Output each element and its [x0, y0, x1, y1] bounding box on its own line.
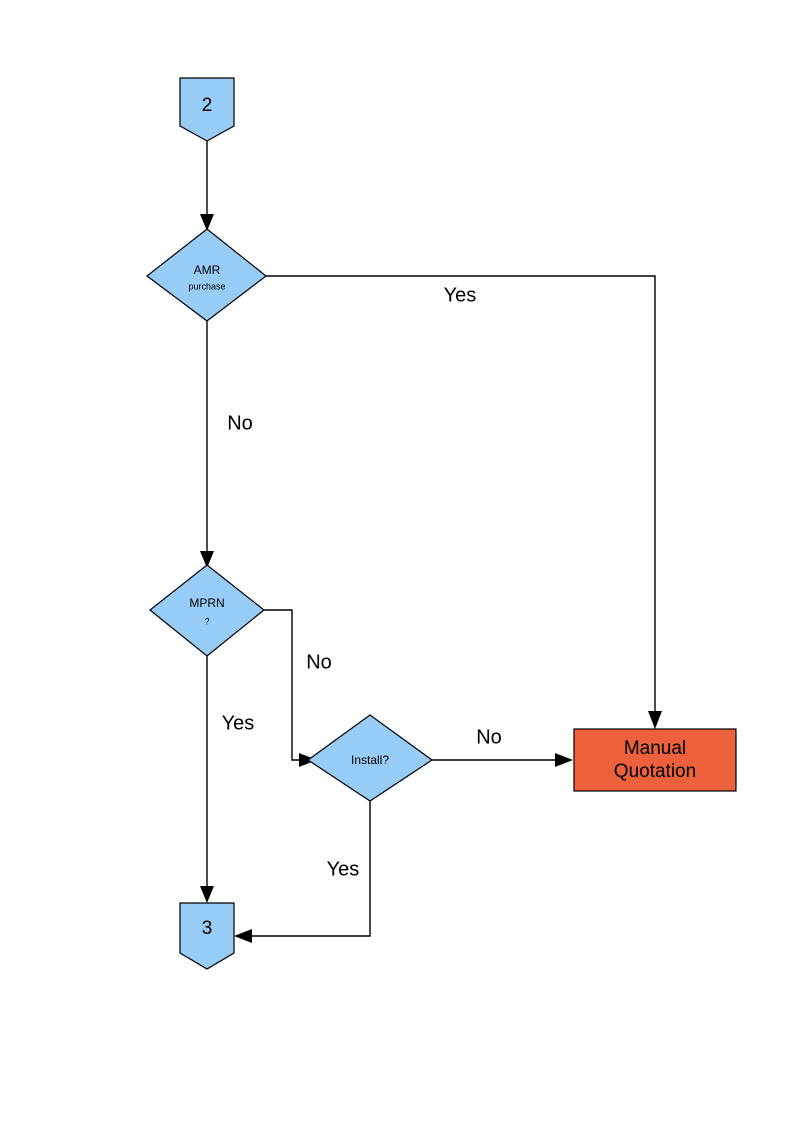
edge-label-install-no: No: [476, 726, 502, 748]
arrowhead-icon: [200, 551, 214, 568]
off-page-connector-shape: [179, 902, 235, 970]
arrowhead-icon: [200, 886, 214, 903]
decision-amr-label-line2: purchase: [188, 281, 225, 291]
edge-line: [245, 800, 371, 937]
edge-install-no: No: [432, 726, 573, 767]
node-connector-2[interactable]: 2: [179, 77, 235, 142]
connector-2-label: 2: [202, 95, 213, 116]
connector-3-label: 3: [202, 918, 213, 939]
edge-line: [264, 609, 307, 761]
node-decision-install[interactable]: Install?: [306, 714, 434, 802]
arrowhead-icon: [555, 753, 573, 767]
process-rect-shape: [573, 728, 737, 792]
edge-mprn-no: No: [264, 609, 332, 767]
decision-diamond-shape: [306, 714, 434, 802]
edge-label-amr-no: No: [227, 412, 253, 434]
arrowhead-icon: [200, 214, 214, 231]
arrowhead-icon: [234, 929, 252, 943]
decision-amr-label-line1: AMR: [194, 263, 221, 277]
arrowhead-icon: [648, 711, 662, 729]
edge-label-amr-yes: Yes: [444, 284, 477, 306]
edge-install-yes: Yes: [234, 800, 371, 943]
node-decision-mprn[interactable]: MPRN ?: [149, 564, 265, 657]
node-decision-amr-purchase[interactable]: AMR purchase: [146, 228, 267, 322]
node-connector-3[interactable]: 3: [179, 902, 235, 970]
edge-amr-yes: Yes: [266, 275, 662, 729]
decision-mprn-label-line2: ?: [204, 616, 209, 626]
off-page-connector-shape: [179, 77, 235, 142]
edge-connector2-to-amr: [200, 140, 214, 231]
decision-diamond-shape: [146, 228, 267, 322]
manual-quotation-label-line1: Manual: [624, 738, 686, 759]
decision-mprn-label-line1: MPRN: [189, 596, 224, 610]
edge-label-install-yes: Yes: [327, 858, 360, 880]
decision-diamond-shape: [149, 564, 265, 657]
decision-install-label: Install?: [351, 753, 389, 767]
edge-label-mprn-yes: Yes: [222, 712, 255, 734]
node-process-manual-quotation[interactable]: Manual Quotation: [573, 728, 737, 792]
edge-line: [266, 275, 656, 718]
edge-amr-no: No: [200, 321, 253, 568]
manual-quotation-label-line2: Quotation: [614, 761, 696, 782]
edge-mprn-yes: Yes: [200, 656, 254, 903]
edge-label-mprn-no: No: [306, 651, 332, 673]
